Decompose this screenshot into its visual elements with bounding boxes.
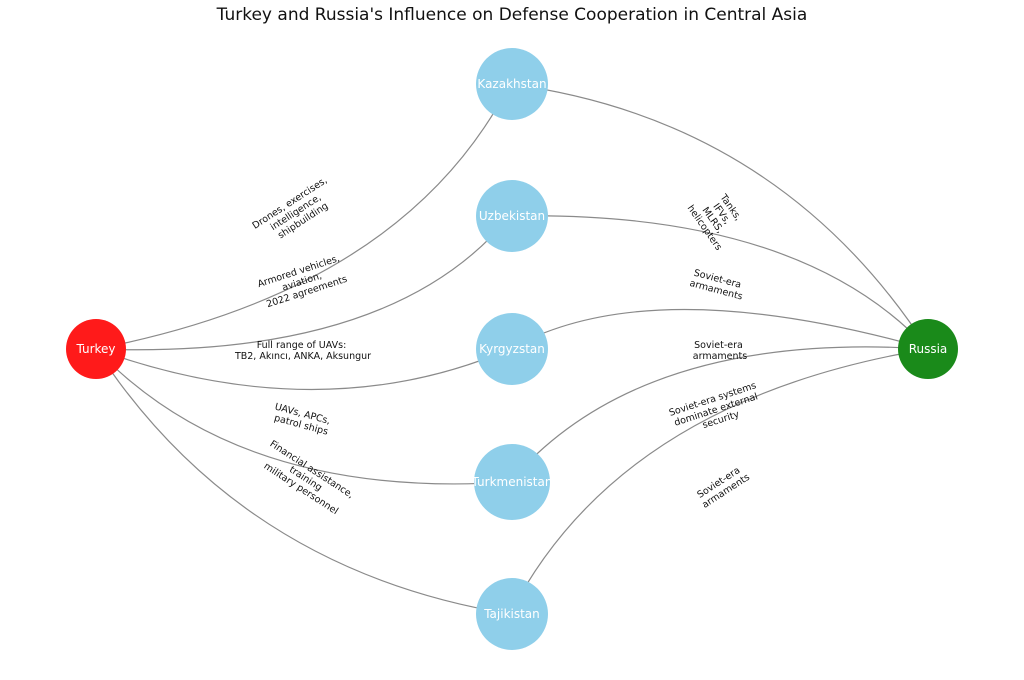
node-turkmenistan-circle	[474, 444, 550, 520]
edge-turkey-tajikistan	[95, 348, 511, 615]
node-turkmenistan: Turkmenistan	[471, 444, 553, 520]
node-kyrgyzstan-label: Kyrgyzstan	[479, 342, 545, 356]
edge-label-russia-kyrgyzstan: Soviet-era armaments	[693, 340, 747, 362]
node-tajikistan-circle	[476, 578, 548, 650]
node-kazakhstan-label: Kazakhstan	[477, 77, 546, 91]
edge-russia-uzbekistan	[509, 215, 929, 350]
node-turkey-label: Turkey	[75, 342, 115, 356]
edge-label-turkey-kazakhstan: Drones, exercises, intelligence, shipbui…	[251, 173, 344, 250]
edge-label-russia-uzbekistan: Soviet-era armaments	[688, 267, 746, 302]
edge-russia-turkmenistan	[509, 346, 929, 483]
node-uzbekistan-label: Uzbekistan	[479, 209, 545, 223]
edge-turkey-kazakhstan	[95, 83, 511, 350]
node-kazakhstan-circle	[476, 48, 548, 120]
edge-label-russia-tajikistan: Soviet-era armaments	[694, 463, 752, 511]
node-kyrgyzstan: Kyrgyzstan	[476, 313, 548, 385]
diagram-title: Turkey and Russia's Influence on Defense…	[216, 5, 808, 25]
nodes: Turkey Russia Kazakhstan Uzbekistan Kyrg…	[66, 48, 958, 650]
edge-label-russia-kazakhstan: Tanks, IFVs, MLRS, helicopters	[685, 184, 751, 252]
edge-russia-kazakhstan	[509, 83, 929, 350]
node-tajikistan: Tajikistan	[476, 578, 548, 650]
edge-label-turkey-kyrgyzstan: Full range of UAVs: TB2, Akıncı, ANKA, A…	[234, 340, 371, 362]
node-russia: Russia	[898, 319, 958, 379]
node-tajikistan-label: Tajikistan	[483, 607, 540, 621]
edge-label-turkey-uzbekistan: Armored vehicles, aviation, 2022 agreeme…	[256, 252, 351, 311]
edge-russia-tajikistan	[509, 348, 929, 615]
node-turkey: Turkey	[66, 319, 126, 379]
node-turkmenistan-label: Turkmenistan	[471, 475, 553, 489]
edge-turkey-turkmenistan	[95, 348, 511, 485]
node-turkey-circle	[66, 319, 126, 379]
node-russia-label: Russia	[909, 342, 948, 356]
edge-turkey-uzbekistan	[95, 215, 511, 351]
edge-label-turkey-turkmenistan: UAVs, APCs, patrol ships	[271, 402, 335, 439]
edge-russia-kyrgyzstan	[509, 308, 929, 350]
node-uzbekistan-circle	[476, 180, 548, 252]
edge-label-russia-turkmenistan: Soviet-era systems dominate external sec…	[668, 379, 768, 439]
node-kazakhstan: Kazakhstan	[476, 48, 548, 120]
node-uzbekistan: Uzbekistan	[476, 180, 548, 252]
node-russia-circle	[898, 319, 958, 379]
node-kyrgyzstan-circle	[476, 313, 548, 385]
edge-turkey-kyrgyzstan	[95, 348, 511, 391]
edges	[95, 83, 929, 615]
edge-label-turkey-tajikistan: Financial assistance, training military …	[256, 439, 358, 521]
